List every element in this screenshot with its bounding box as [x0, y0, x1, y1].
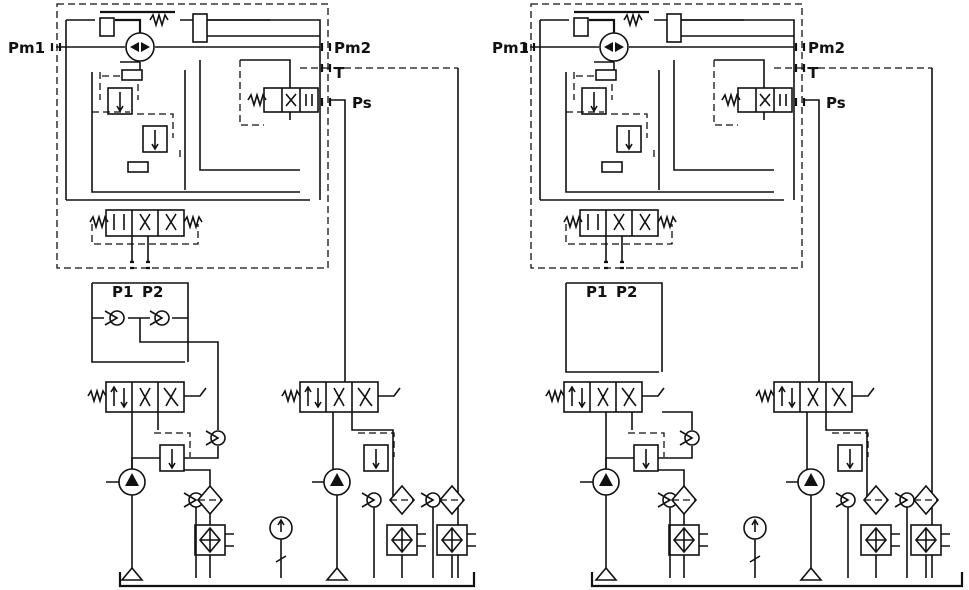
left-pressure-relief-valve: [153, 432, 191, 472]
right-port-pm2-label: Pm2: [808, 39, 845, 57]
left-hydraulic-motor: [100, 10, 175, 62]
left-secondary-relief-valve: [357, 432, 395, 472]
left-port-p2-label: P2: [142, 283, 163, 301]
left-secondary-cooler: [386, 524, 427, 556]
right-diagram: Pm1 Pm2 T Ps P1 P2: [492, 3, 964, 588]
right-tank-line: [590, 572, 964, 588]
right-main-directional-valve: [563, 381, 643, 413]
left-port-t-label: T: [334, 64, 345, 82]
right-pressure-relief-valve: [627, 432, 665, 472]
left-check-valve-p1: [104, 310, 125, 326]
right-charge-pump: [592, 468, 620, 496]
left-tertiary-cooler: [436, 524, 477, 556]
right-secondary-pump: [797, 468, 825, 496]
left-spring-icon: [149, 14, 169, 26]
right-secondary-relief-valve: [831, 432, 869, 472]
right-port-pm1-label: Pm1: [492, 39, 529, 57]
right-relief-valve-2: [610, 113, 648, 153]
left-flushing-valve: [239, 60, 319, 126]
left-check-valve-p2: [149, 310, 170, 326]
left-diagram: Pm1 Pm2 T Ps P1 P2: [8, 3, 477, 588]
right-valve-lever-icon: [642, 387, 665, 397]
right-port-t-label: T: [808, 64, 819, 82]
right-flushing-valve: [713, 60, 793, 126]
right-control-block: [563, 209, 677, 245]
right-port-p1-label: P1: [586, 283, 607, 301]
right-relief-valve-1: [575, 75, 613, 115]
right-tertiary-cooler: [910, 524, 951, 556]
right-secondary-cooler: [860, 524, 901, 556]
left-port-ps-label: Ps: [352, 94, 372, 112]
right-secondary-directional-valve: [773, 381, 853, 413]
right-tank-icon: [595, 567, 617, 581]
right-oil-cooler: [668, 524, 709, 556]
right-pressure-gauge: [743, 516, 767, 540]
left-pressure-gauge: [269, 516, 293, 540]
right-port-p2-label: P2: [616, 283, 637, 301]
left-charge-pump: [118, 468, 146, 496]
left-main-directional-valve: [105, 381, 185, 413]
left-return-filter: [197, 485, 223, 515]
left-secondary-directional-valve: [299, 381, 379, 413]
right-motor-brake: [573, 17, 589, 37]
left-tertiary-filter: [439, 485, 465, 515]
right-secondary-tank-icon: [800, 567, 822, 581]
left-oil-cooler: [194, 524, 235, 556]
left-port-pm2-label: Pm2: [334, 39, 371, 57]
left-shuttle-valve: [192, 13, 208, 43]
right-check-valve-return: [679, 430, 700, 446]
left-port-pm1-label: Pm1: [8, 39, 45, 57]
left-tank-icon: [121, 567, 143, 581]
right-port-ps-label: Ps: [826, 94, 846, 112]
right-unit-enclosure: [530, 3, 803, 269]
left-unit-enclosure: [56, 3, 329, 269]
right-spring-icon: [623, 14, 643, 26]
right-return-filter: [671, 485, 697, 515]
left-motor-brake: [99, 17, 115, 37]
left-tank-line: [118, 572, 476, 588]
left-secondary-tank-icon: [326, 567, 348, 581]
left-relief-valve-2: [136, 113, 174, 153]
left-port-p1-label: P1: [112, 283, 133, 301]
right-hydraulic-motor: [574, 10, 649, 62]
left-valve-lever-icon: [184, 387, 207, 397]
left-check-valve-return: [205, 430, 226, 446]
left-secondary-pump: [323, 468, 351, 496]
left-control-block: [89, 209, 203, 245]
right-shuttle-valve: [666, 13, 682, 43]
left-relief-valve-1: [101, 75, 139, 115]
right-tertiary-filter: [913, 485, 939, 515]
